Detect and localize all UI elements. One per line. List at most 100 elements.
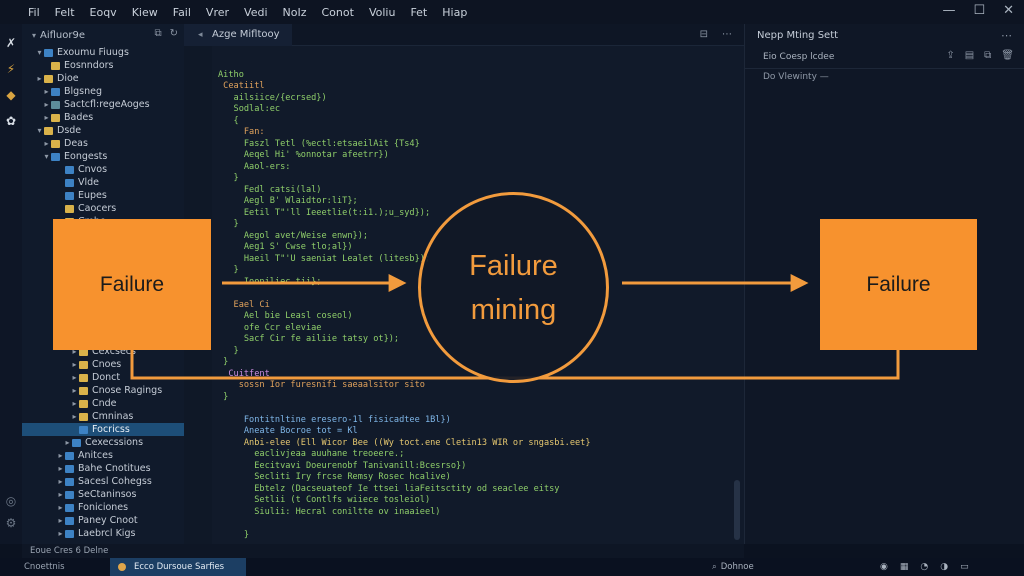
tree-item[interactable]: Caocers [22, 202, 184, 215]
chevron-down-icon[interactable]: ▾ [32, 30, 37, 40]
bell-icon[interactable]: ◔ [920, 562, 929, 572]
status-search[interactable]: Dohnoe [720, 562, 754, 572]
chevron-right-icon: ▸ [65, 438, 70, 447]
tree-item[interactable]: ▸Cexecssions [22, 436, 184, 449]
tree-item[interactable]: ▸Anitces [22, 449, 184, 462]
editor-tab-label: Azge Mifltooy [212, 29, 280, 40]
tree-item[interactable]: ▸SeCtaninsos [22, 488, 184, 501]
split-editor-icon[interactable]: ⊟ [699, 29, 708, 40]
tree-item[interactable]: ▸Cnose Ragings [22, 384, 184, 397]
menu-item[interactable]: Voliu [368, 5, 396, 19]
tree-item[interactable]: ▸Laebrcl Kigs [22, 527, 184, 540]
tree-item-label: Blgsneg [64, 86, 103, 97]
folder-icon [65, 451, 74, 460]
account-icon[interactable]: ◎ [5, 494, 17, 508]
grid-icon[interactable]: ▦ [899, 562, 909, 572]
tree-item[interactable]: ▸Bahe Cnotitues [22, 462, 184, 475]
circle-line-1: Failure [469, 249, 558, 282]
explorer-header: ▾ Aifluor9e ⧉ ↻ [22, 24, 184, 46]
failure-box-right: Failure [820, 219, 977, 350]
tree-item[interactable]: ▸Paney Cnoot [22, 514, 184, 527]
tree-item[interactable]: ▸Cmninas [22, 410, 184, 423]
tree-item[interactable]: ▸Deas [22, 137, 184, 150]
menu-item[interactable]: Fail [172, 5, 191, 19]
tree-item-label: Vlde [78, 177, 100, 188]
explorer-icon[interactable]: ⚡ [6, 62, 16, 76]
tree-item[interactable]: ▸Cnoes [22, 358, 184, 371]
tree-item[interactable]: ▸Cnde [22, 397, 184, 410]
share-icon[interactable]: ⇪ [946, 50, 955, 61]
scrollbar[interactable] [734, 480, 740, 540]
panel-menu-icon[interactable]: ⋯ [1001, 29, 1012, 42]
code-line: Setlii (t Contlfs wiiece tosleiol) [218, 495, 431, 505]
menu-item[interactable]: Vedi [244, 5, 268, 19]
editor-tab[interactable]: ◂ Azge Mifltooy [184, 23, 292, 46]
delete-icon[interactable]: 🗑 [1001, 50, 1014, 61]
tree-item[interactable]: ▸Dioe [22, 72, 184, 85]
tree-item-label: Laebrcl Kigs [78, 528, 136, 539]
tree-item[interactable]: ▸Sactcfl:regeAoges [22, 98, 184, 111]
chevron-right-icon: ▸ [72, 373, 77, 382]
tree-item[interactable]: ▾Exoumu Fiuugs [22, 46, 184, 59]
source-control-icon[interactable]: ◆ [6, 88, 16, 102]
folder-icon [65, 516, 74, 525]
panel-strip[interactable]: Eoue Cres 6 Delne [22, 544, 744, 558]
menu-item[interactable]: Eoqv [89, 5, 117, 19]
code-line: Ael bie Leasl coseol) [218, 311, 353, 321]
settings-icon[interactable]: ⚙ [5, 516, 17, 530]
tree-item[interactable]: ▸Cexcsecs [22, 345, 184, 358]
folder-icon [72, 438, 81, 447]
activity-bar: ✗ ⚡ ◆ ✿ ◎ ⚙ [0, 24, 22, 544]
code-line: Fontitnltine eresero-1l fisicadtee 1Bl}) [218, 414, 451, 425]
status-active-item[interactable]: Ecco Dursoue Sarfies [110, 558, 246, 576]
tree-item[interactable]: ▸Donct [22, 371, 184, 384]
status-left[interactable]: Cnoettnis [24, 562, 65, 572]
close-icon[interactable]: ✕ [1003, 3, 1014, 18]
tree-item[interactable]: ▸Blgsneg [22, 85, 184, 98]
search-icon[interactable]: ⌕ [712, 562, 717, 572]
tree-item[interactable]: Cnvos [22, 163, 184, 176]
tree-item[interactable]: ▸Bades [22, 111, 184, 124]
notification-icon[interactable]: ◉ [880, 562, 888, 572]
chevron-right-icon: ▸ [44, 139, 49, 148]
code-line: Aeg1 S' Cwse tlo;al}) [218, 242, 353, 252]
tree-item[interactable]: ▾Dsde [22, 124, 184, 137]
logo-icon[interactable]: ✗ [5, 36, 17, 50]
code-line [218, 518, 738, 530]
tree-item[interactable]: ▸Foniciones [22, 501, 184, 514]
menu-item[interactable]: Vrer [205, 5, 230, 19]
menu-item[interactable]: Felt [54, 5, 75, 19]
menu-item[interactable]: Conot [321, 5, 354, 19]
more-icon[interactable]: ⋯ [722, 29, 732, 40]
menu-item[interactable]: Hiap [442, 5, 468, 19]
new-file-icon[interactable]: ⧉ [154, 28, 162, 39]
menu-item[interactable]: Fet [410, 5, 428, 19]
tree-item-label: Cnvos [78, 164, 108, 175]
failure-box-left: Failure [53, 219, 211, 350]
maximize-icon[interactable]: ☐ [973, 3, 986, 18]
tree-item-label: Eosnndors [64, 60, 114, 71]
tree-item[interactable]: ▸Sacesl Cohegss [22, 475, 184, 488]
code-line: Eetil T"'ll Ieeetlie(t:i1.);u_syd}); [218, 207, 431, 218]
save-icon[interactable]: ▤ [964, 50, 975, 61]
tree-item-label: Eongests [64, 151, 108, 162]
window-icon[interactable]: ▭ [960, 562, 969, 572]
menu-item[interactable]: NoIz [282, 5, 307, 19]
extensions-icon[interactable]: ✿ [5, 114, 17, 128]
tree-item[interactable]: Vlde [22, 176, 184, 189]
tree-item[interactable]: Focricss [22, 423, 184, 436]
menu-item[interactable]: Fil [28, 5, 40, 19]
copy-icon[interactable]: ⧉ [984, 50, 992, 61]
code-line: Aegol avet/Weise enwn}); [218, 230, 369, 241]
refresh-icon[interactable]: ↻ [169, 28, 178, 39]
minimize-icon[interactable]: — [942, 3, 956, 18]
sync-icon[interactable]: ◑ [940, 562, 949, 572]
folder-icon [79, 347, 88, 356]
tree-item-label: Eupes [78, 190, 107, 201]
tree-item[interactable]: Eosnndors [22, 59, 184, 72]
menu-item[interactable]: Kiew [131, 5, 158, 19]
right-panel-subtitle: Eio Coesp lcdee [763, 52, 835, 62]
tree-item[interactable]: ▾Eongests [22, 150, 184, 163]
code-line: Sodlal:ec [218, 104, 281, 114]
tree-item[interactable]: Eupes [22, 189, 184, 202]
